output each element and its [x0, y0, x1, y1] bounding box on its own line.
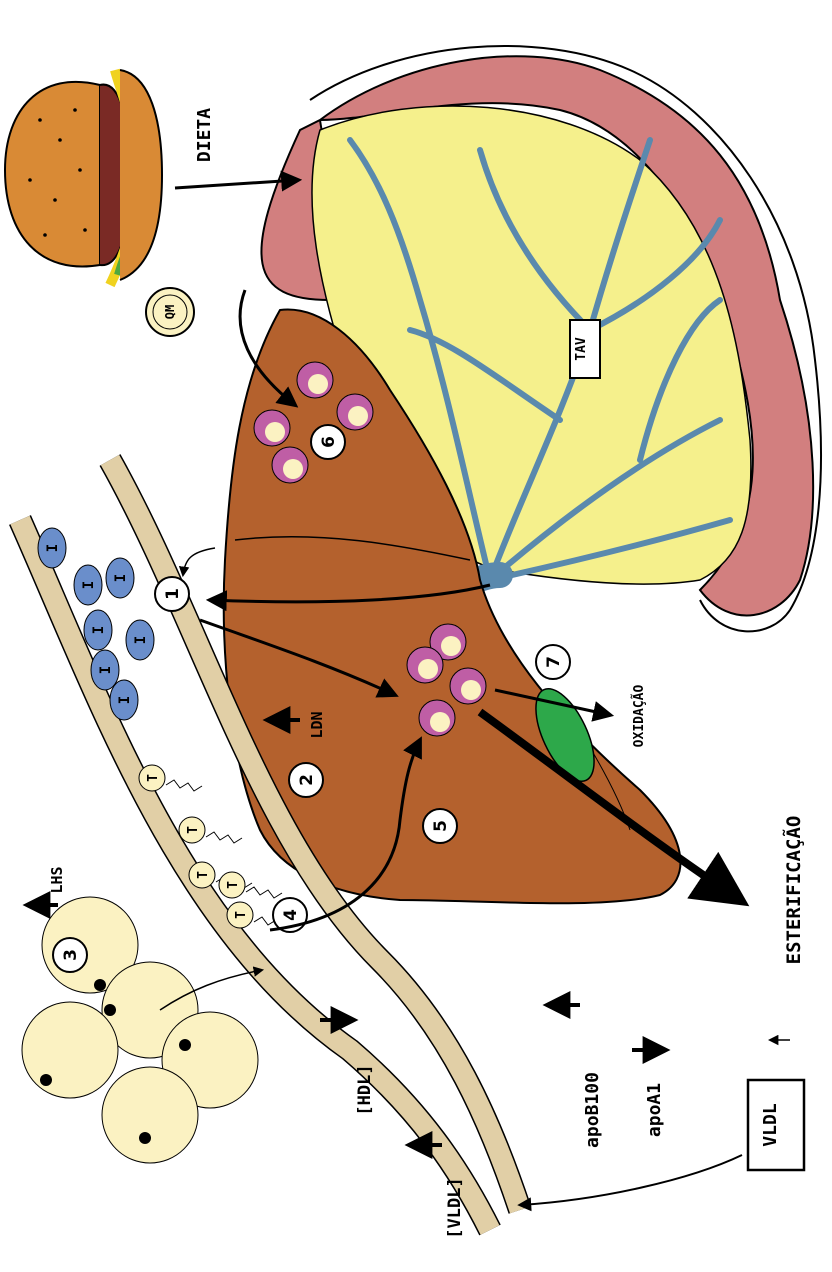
fatty-acid: T: [219, 872, 282, 898]
adipocyte: [102, 1067, 198, 1163]
hamburger-icon: [5, 70, 162, 285]
insulin-molecule: I: [84, 610, 112, 650]
tav-label: TAV: [570, 320, 600, 378]
svg-text:I: I: [81, 581, 97, 589]
step-2-marker: 2: [289, 763, 323, 797]
svg-text:T: T: [196, 871, 211, 879]
svg-text:I: I: [91, 626, 107, 634]
insulin-molecule: I: [91, 650, 119, 690]
svg-text:7: 7: [544, 656, 564, 668]
svg-text:I: I: [117, 696, 133, 704]
fatty-acid: T: [139, 765, 202, 791]
step-5-marker: 5: [423, 809, 457, 843]
step-7-marker: 7: [536, 645, 570, 679]
oxidacao-label: OXIDAÇÃO: [631, 685, 647, 748]
hepatocyte: [419, 700, 455, 736]
hdl-label: [HDL]: [355, 1064, 375, 1115]
svg-text:I: I: [113, 574, 129, 582]
vldl-box: VLDL: [748, 1080, 804, 1170]
ldn-label: LDN: [308, 711, 326, 738]
svg-text:4: 4: [281, 909, 301, 921]
svg-text:6: 6: [319, 436, 339, 448]
hepatocyte: [254, 410, 290, 446]
hepatocyte: [450, 668, 486, 704]
svg-text:T: T: [234, 911, 249, 919]
svg-text:T: T: [146, 774, 161, 782]
apoa1-label: apoA1: [644, 1083, 665, 1137]
chylomicron-icon: QM: [146, 288, 194, 336]
step-3-marker: 3: [53, 938, 87, 972]
hepatocyte: [297, 362, 333, 398]
lhs-label: LHS: [48, 866, 66, 893]
hepatocyte: [407, 647, 443, 683]
adipocyte: [22, 1002, 118, 1098]
insulin-molecule: I: [106, 558, 134, 598]
svg-text:T: T: [226, 881, 241, 889]
dieta-label: DIETA: [194, 108, 215, 162]
tav-text: TAV: [574, 337, 589, 361]
fatty-acid: T: [179, 817, 242, 843]
svg-text:I: I: [133, 636, 149, 644]
svg-text:I: I: [98, 666, 114, 674]
vldl-box-text: VLDL: [760, 1103, 781, 1147]
svg-text:5: 5: [431, 820, 451, 832]
esterificacao-label: ESTERIFICAÇÃO: [781, 816, 805, 965]
step-1-marker: 1: [155, 577, 189, 611]
svg-text:1: 1: [163, 588, 183, 600]
insulin-molecule: I: [74, 565, 102, 605]
svg-text:3: 3: [61, 949, 81, 961]
svg-text:I: I: [45, 544, 61, 552]
step-6-marker: 6: [311, 425, 345, 459]
hepatocyte: [337, 394, 373, 430]
insulin-molecule: I: [110, 680, 138, 720]
hepatocyte: [272, 447, 308, 483]
svg-text:2: 2: [297, 774, 317, 786]
svg-text:T: T: [186, 826, 201, 834]
insulin-molecule: I: [38, 528, 66, 568]
qm-text: QM: [163, 305, 177, 319]
insulin-molecule: I: [126, 620, 154, 660]
apob100-label: apoB100: [582, 1072, 603, 1148]
vldl-plasma-label: [VLDL]: [445, 1177, 465, 1238]
